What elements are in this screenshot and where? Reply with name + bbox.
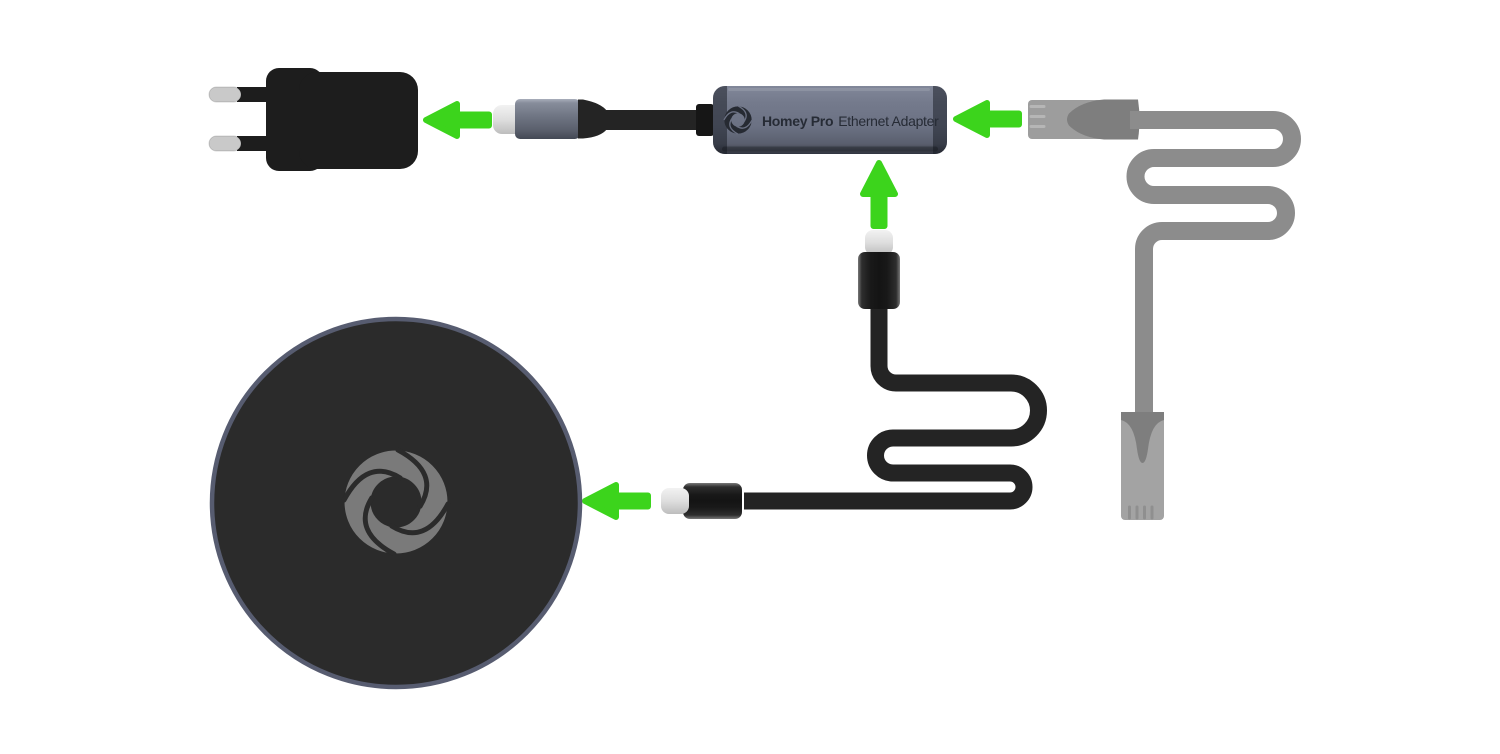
adapter-left-cap [713, 86, 727, 154]
cable-strain-relief [578, 99, 607, 139]
adapter-label-regular: Ethernet Adapter [838, 113, 939, 129]
homey-usb-c-cable [661, 230, 1047, 519]
homey-pro-ball [209, 316, 583, 690]
rj45-contacts [1029, 105, 1046, 128]
adapter-usb-c-power-plug [493, 99, 714, 139]
ethernet-plug-bottom [1121, 412, 1164, 520]
arrow-into-power-adapter-icon [423, 101, 492, 139]
logo-swirl-cuts [723, 105, 753, 135]
plug-pin-stem-bottom [237, 136, 271, 151]
logo-ring [724, 106, 752, 134]
rj45-boot [1121, 412, 1164, 463]
usb-c-cable-wire [744, 304, 1047, 510]
adapter-right-cap [933, 86, 947, 154]
power-adapter [208, 68, 418, 171]
homey-swirl-logo-icon [341, 447, 451, 557]
adapter-body [713, 86, 947, 154]
rj45-body [1121, 412, 1164, 520]
plug-body [299, 72, 418, 169]
cable-ferrule [696, 104, 714, 136]
arrow-into-homey-pro-icon [582, 482, 651, 520]
rj45-contacts [1128, 505, 1154, 520]
usb-c-housing [515, 99, 580, 139]
arrow-into-adapter-usb-port-icon [860, 160, 898, 229]
homey-swirl-logo-icon [723, 105, 753, 135]
ethernet-cable [1126, 111, 1301, 414]
rj45-boot [1067, 99, 1140, 140]
logo-ring [344, 450, 448, 554]
usb-c-metal-tip [865, 230, 893, 255]
ethernet-adapter: Homey Pro Ethernet Adapter [713, 86, 947, 154]
adapter-label-bold: Homey Pro [762, 113, 833, 129]
usb-c-metal-tip [661, 488, 689, 514]
arrow-into-ethernet-adapter-icon [953, 100, 1022, 138]
usb-c-plug-left [683, 483, 742, 519]
adapter-highlight [728, 88, 930, 91]
homey-pro-device [209, 316, 583, 690]
adapter-bottom-lip [722, 146, 938, 152]
ethernet-plug-top [1028, 99, 1140, 140]
plug-pin-stem-top [237, 87, 271, 102]
plug-pin-bottom [208, 135, 242, 152]
plug-pin-top [208, 86, 242, 103]
logo-swirl-cuts [341, 447, 451, 557]
adapter-label: Homey Pro Ethernet Adapter [762, 113, 939, 129]
usb-c-plug-up [858, 252, 900, 309]
